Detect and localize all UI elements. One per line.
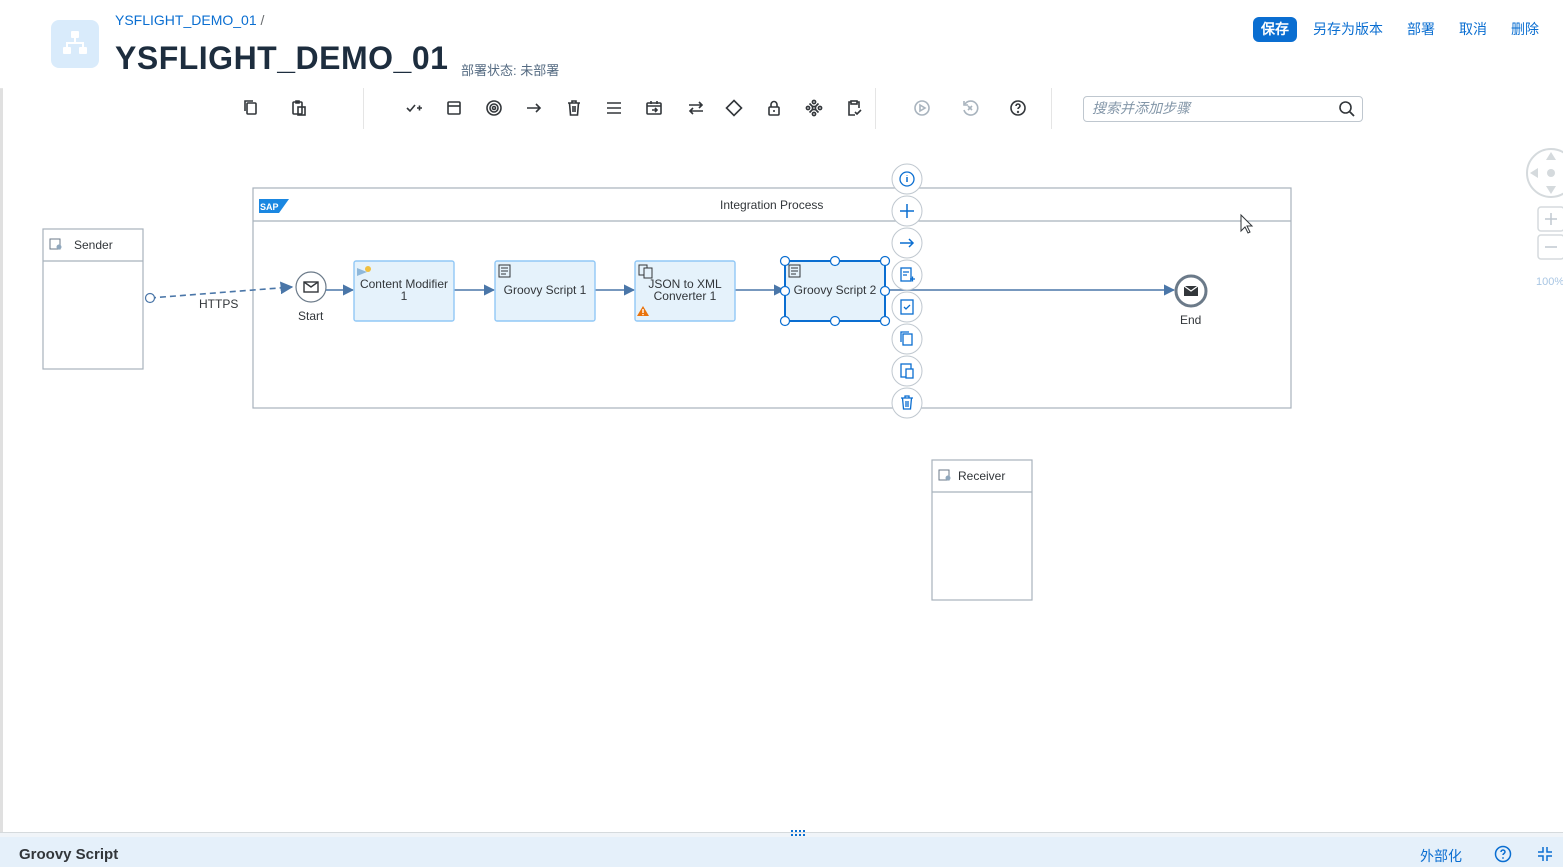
properties-title: Groovy Script [19, 846, 119, 863]
add-step-icon[interactable] [891, 259, 923, 291]
step-label: Converter 1 [654, 289, 717, 303]
svg-text:SAP: SAP [260, 202, 279, 212]
save-as-version-button[interactable]: 另存为版本 [1313, 21, 1383, 37]
step-label: JSON to XML [648, 277, 722, 291]
toolbar-separator [1051, 88, 1052, 129]
pool-label: Integration Process [720, 198, 823, 212]
step-label: Groovy Script 2 [794, 283, 877, 297]
delete-icon[interactable] [891, 387, 923, 419]
warning-icon[interactable] [637, 306, 649, 316]
routing-icon[interactable] [685, 97, 707, 119]
groovy-script-1-step[interactable]: Groovy Script 1 [494, 260, 596, 322]
add-icon[interactable] [891, 195, 923, 227]
call-icon[interactable] [643, 97, 665, 119]
integration-flow-icon [51, 20, 99, 68]
message-end-icon [1183, 285, 1199, 296]
lock-icon[interactable] [763, 97, 785, 119]
toolbar-separator [363, 88, 364, 129]
collapse-icon[interactable] [1536, 845, 1554, 863]
paste-icon[interactable] [288, 97, 310, 119]
clipboard-check-icon[interactable] [843, 97, 865, 119]
panel-resize-handle[interactable] [0, 829, 1563, 838]
save-button[interactable]: 保存 [1253, 17, 1297, 42]
content-modifier-icon [357, 266, 371, 276]
help-icon[interactable] [1007, 97, 1029, 119]
search-icon[interactable] [1338, 100, 1356, 118]
help-icon[interactable] [1494, 845, 1512, 863]
deploy-button[interactable]: 部署 [1407, 21, 1435, 37]
paste-icon[interactable] [891, 355, 923, 387]
cancel-button[interactable]: 取消 [1459, 21, 1487, 37]
context-actions[interactable] [891, 163, 923, 419]
info-icon[interactable] [891, 163, 923, 195]
menu-icon[interactable] [603, 97, 625, 119]
message-icon [303, 281, 319, 293]
start-label: Start [298, 309, 324, 323]
json-to-xml-converter-step[interactable]: JSON to XML Converter 1 [634, 260, 736, 322]
delete-button[interactable]: 删除 [1511, 21, 1539, 37]
sender-label: Sender [74, 238, 113, 252]
events-icon[interactable] [483, 97, 505, 119]
sap-logo: SAP [259, 199, 289, 213]
groovy-script-2-step[interactable]: Groovy Script 2 [779, 255, 891, 327]
step-label: Groovy Script 1 [504, 283, 587, 297]
receiver-label: Receiver [958, 469, 1005, 483]
participant-icon [938, 469, 951, 481]
connect-icon[interactable] [891, 227, 923, 259]
zoom-out-icon[interactable] [1537, 234, 1563, 260]
end-label: End [1180, 313, 1201, 327]
properties-panel-header: Groovy Script 外部化 [0, 837, 1563, 867]
copy-icon[interactable] [240, 97, 262, 119]
script-icon [788, 264, 801, 278]
selection-handles[interactable] [779, 255, 891, 327]
run-icon[interactable] [911, 97, 933, 119]
restore-icon[interactable] [959, 97, 981, 119]
step-search[interactable] [1083, 96, 1363, 122]
step-label: 1 [401, 289, 408, 303]
copy-icon[interactable] [891, 323, 923, 355]
connection-label: HTTPS [199, 297, 238, 311]
zoom-level: 100% [1536, 276, 1563, 288]
sender-participant[interactable]: Sender [42, 228, 144, 370]
page-title: YSFLIGHT_DEMO_01 [115, 40, 449, 76]
delete-icon[interactable] [563, 97, 585, 119]
diagram-canvas[interactable]: Sender Receiver SAP Integration Process [3, 129, 1563, 832]
window-edge [0, 0, 3, 867]
diamond-icon[interactable] [723, 97, 745, 119]
connector-icon[interactable] [523, 97, 545, 119]
mapping-icon[interactable] [803, 97, 825, 119]
validate-icon[interactable] [403, 97, 425, 119]
breadcrumb-separator: / [260, 12, 265, 28]
content-modifier-step[interactable]: Content Modifier 1 [353, 260, 455, 322]
externalize-button[interactable]: 外部化 [1420, 848, 1462, 864]
mouse-cursor-icon [1240, 213, 1254, 234]
step-label: Content Modifier [360, 277, 448, 291]
grip-icon[interactable] [790, 829, 808, 837]
receiver-participant[interactable]: Receiver [931, 459, 1033, 601]
breadcrumb-link[interactable]: YSFLIGHT_DEMO_01 [115, 12, 257, 28]
end-event[interactable]: End [1174, 274, 1208, 327]
participant-icon[interactable] [443, 97, 465, 119]
https-connection[interactable]: HTTPS [144, 281, 294, 311]
toolbar [3, 88, 1563, 130]
toolbar-separator [875, 88, 876, 129]
breadcrumb[interactable]: YSFLIGHT_DEMO_01 / [115, 12, 264, 28]
validate-icon[interactable] [891, 291, 923, 323]
header: YSFLIGHT_DEMO_01 / YSFLIGHT_DEMO_01 部署状态… [0, 0, 1563, 89]
zoom-in-icon[interactable] [1537, 206, 1563, 232]
start-event[interactable]: Start [295, 271, 327, 323]
pan-control[interactable] [1526, 148, 1563, 198]
deploy-status: 部署状态: 未部署 [461, 63, 560, 78]
script-icon [498, 264, 511, 278]
participant-icon [49, 238, 62, 250]
step-search-input[interactable] [1084, 97, 1332, 119]
converter-icon [638, 264, 653, 279]
